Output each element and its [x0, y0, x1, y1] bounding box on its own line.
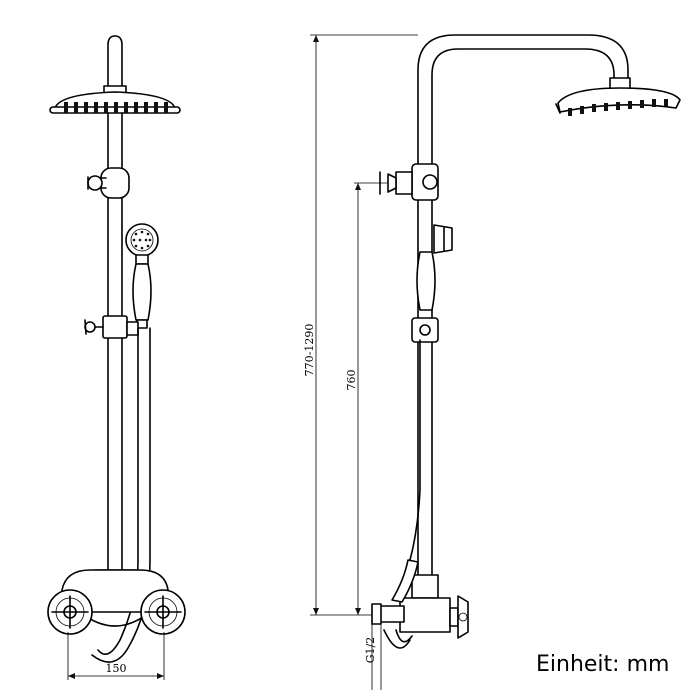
front-diverter — [87, 167, 130, 199]
unit-label: Einheit: mm — [536, 652, 670, 677]
side-diverter — [379, 163, 439, 201]
dim-total-height: 770-1290 — [303, 34, 418, 616]
front-nozzles — [64, 102, 168, 113]
dim-width: 150 — [67, 632, 165, 680]
dim-thread-label: G1/2 — [364, 637, 377, 664]
side-arm-outer — [417, 34, 629, 176]
front-view: 150 — [47, 35, 186, 680]
side-hand-shower — [411, 224, 453, 343]
front-hand-shower — [125, 223, 159, 329]
front-shower-head — [49, 85, 181, 114]
side-arm-inner — [431, 48, 615, 171]
dim-slide-height: 760 — [345, 182, 388, 615]
dim-slide-height-label: 760 — [345, 370, 358, 391]
dim-width-label: 150 — [106, 662, 127, 675]
side-shower-head — [555, 77, 681, 116]
side-mixer — [371, 559, 469, 649]
front-slide-bracket — [84, 315, 139, 339]
front-top-stub — [107, 35, 123, 89]
side-nozzles — [568, 99, 668, 116]
dim-thread: G1/2 — [364, 604, 382, 690]
side-hose — [409, 339, 421, 561]
dim-total-height-label: 770-1290 — [303, 324, 316, 377]
front-mixer — [47, 569, 186, 635]
side-view: 770-1290 760 G1/2 — [303, 34, 681, 690]
